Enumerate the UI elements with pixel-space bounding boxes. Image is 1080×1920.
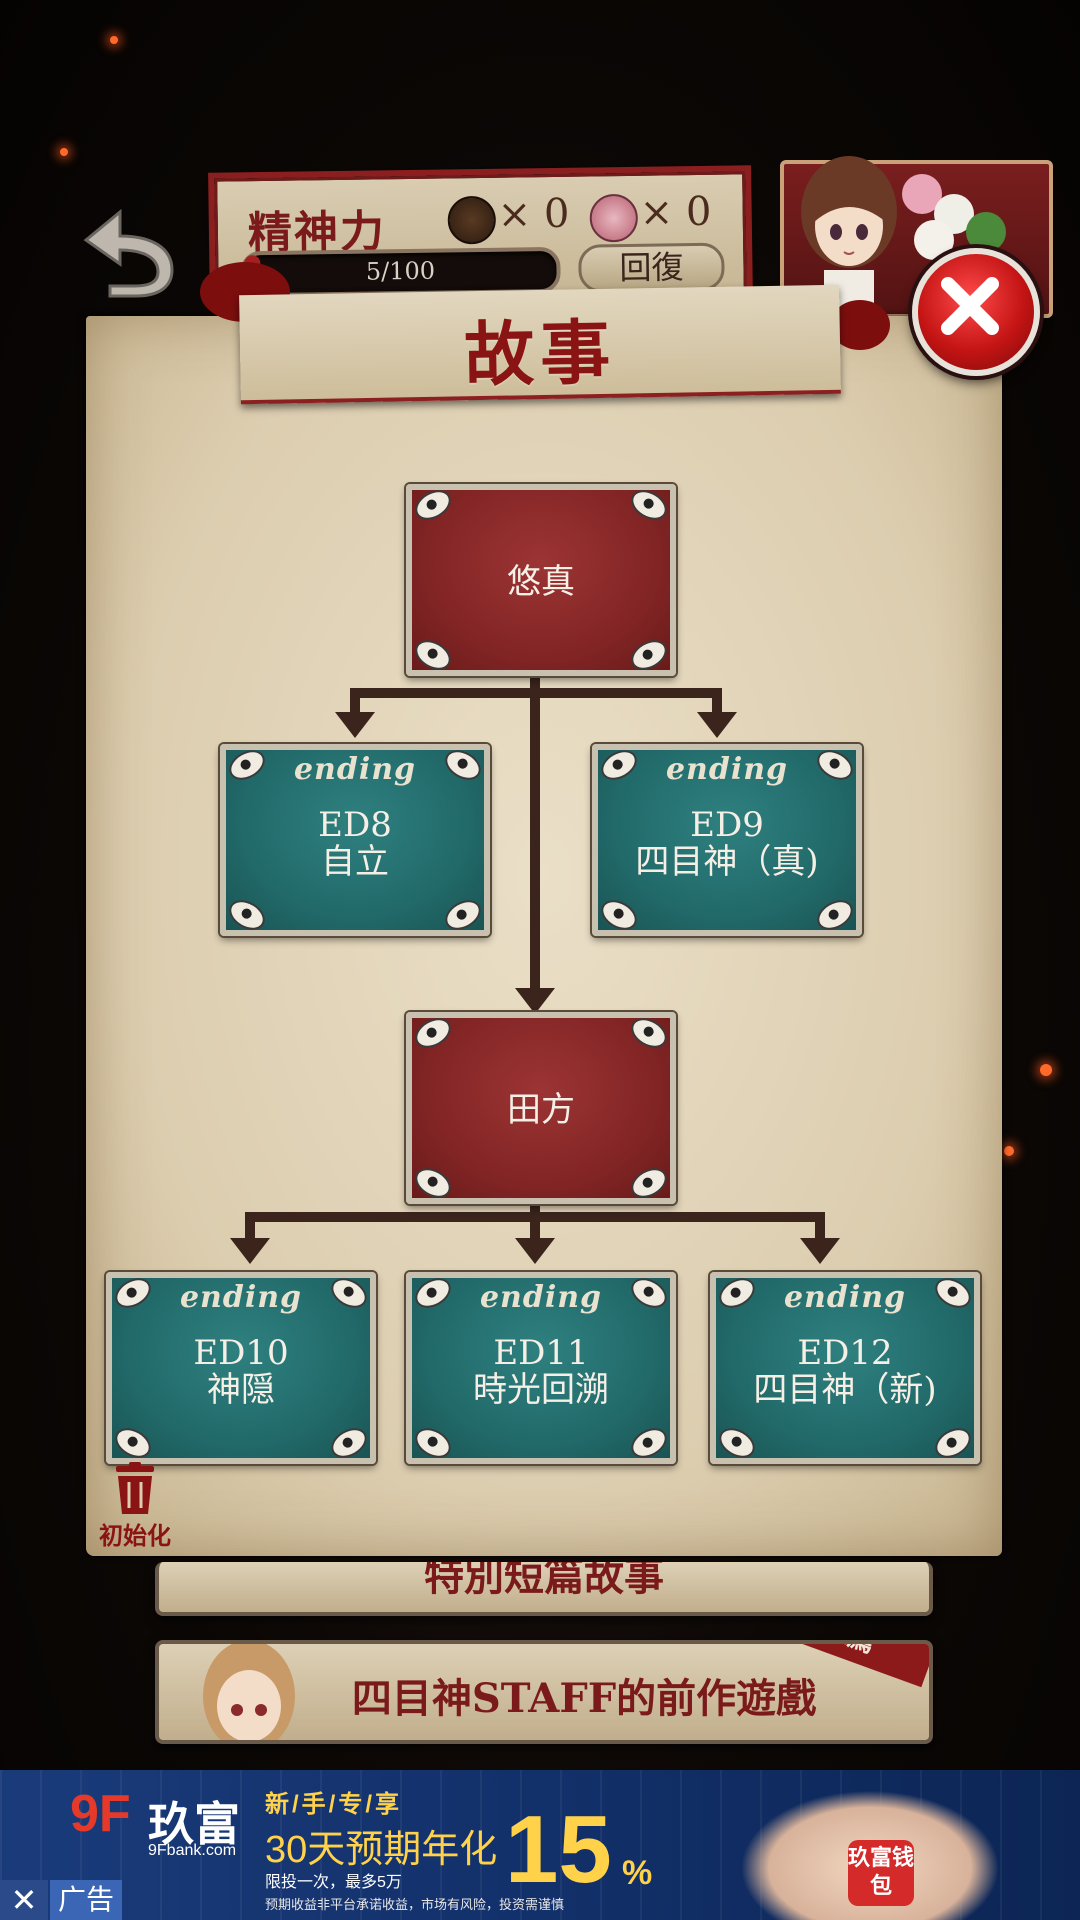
- ad-banner[interactable]: 9F 玖富 9Fbank.com 新/手/专/享 30天预期年化 15 % 限投…: [0, 1770, 1080, 1920]
- eye-icon: [326, 1422, 372, 1464]
- ad-percent: %: [622, 1854, 653, 1892]
- close-button[interactable]: [912, 248, 1040, 376]
- flow-line: [245, 1212, 825, 1222]
- ending-name: 四目神（新): [753, 1370, 937, 1410]
- eye-icon: [626, 484, 672, 526]
- eye-icon: [596, 894, 642, 936]
- eye-icon: [626, 1012, 672, 1054]
- flow-arrow: [697, 712, 737, 738]
- ending-tag: ending: [293, 752, 417, 787]
- route-name: 田方: [507, 1090, 575, 1130]
- ending-tag: ending: [479, 1280, 603, 1315]
- flow-line: [350, 688, 360, 716]
- ending-node-ed8[interactable]: ending ED8 自立: [220, 744, 490, 936]
- ending-code: ED9: [690, 805, 764, 845]
- special-story-button[interactable]: 特別短篇故事: [155, 1562, 933, 1616]
- ad-domain: 9Fbank.com: [148, 1842, 237, 1859]
- menu-label: 特別短篇故事: [424, 1562, 664, 1600]
- flow-line: [815, 1212, 825, 1242]
- ending-node-ed11[interactable]: ending ED11 時光回溯: [406, 1272, 676, 1464]
- route-name: 悠真: [507, 562, 575, 602]
- ad-logo: 9F: [70, 1785, 131, 1843]
- flow-arrow: [515, 988, 555, 1014]
- ad-label: 广告: [50, 1880, 122, 1920]
- back-arrow-icon: [83, 208, 174, 298]
- recommend-game-button[interactable]: 四目神STAFF的前作遊戲 推薦: [155, 1640, 933, 1744]
- stamina-panel: 精神力 × 0 × 0 5/100 回復: [214, 171, 747, 300]
- eye-icon: [626, 634, 672, 676]
- ending-code: ED11: [493, 1333, 589, 1373]
- eye-icon: [626, 1162, 672, 1204]
- flow-line: [245, 1212, 255, 1242]
- girl-portrait: [203, 1644, 295, 1740]
- recover-button[interactable]: 回復: [578, 242, 725, 293]
- ending-node-ed12[interactable]: ending ED12 四目神（新): [710, 1272, 980, 1464]
- eye-icon: [714, 1422, 760, 1464]
- ember-particle: [1040, 1064, 1052, 1076]
- ending-node-ed9[interactable]: ending ED9 四目神（真): [592, 744, 862, 936]
- close-icon: [941, 277, 999, 335]
- flow-arrow: [335, 712, 375, 738]
- ad-rate: 15: [505, 1796, 612, 1903]
- ending-name: 神隠: [207, 1370, 275, 1410]
- eye-icon: [110, 1422, 156, 1464]
- eye-icon: [410, 634, 456, 676]
- route-node-yuma[interactable]: 悠真: [406, 484, 676, 676]
- flow-arrow: [800, 1238, 840, 1264]
- ad-brand: 玖富: [148, 1798, 240, 1850]
- dango-green: [966, 212, 1006, 252]
- menu-label: 四目神STAFF的前作遊戲: [351, 1675, 817, 1722]
- dango-skewer-icon: [589, 193, 639, 243]
- eye-icon: [410, 1012, 456, 1054]
- eye-icon: [410, 1162, 456, 1204]
- trash-icon: [116, 1462, 154, 1514]
- ending-code: ED12: [797, 1333, 893, 1373]
- ad-close-button[interactable]: ✕: [0, 1880, 48, 1920]
- eye-icon: [440, 894, 486, 936]
- ending-code: ED8: [318, 805, 392, 845]
- ad-headline: 30天预期年化: [265, 1829, 498, 1871]
- eye-icon: [930, 1422, 976, 1464]
- ad-wallet-badge: 玖富钱包: [848, 1840, 914, 1906]
- eye-icon: [410, 484, 456, 526]
- ending-code: ED10: [193, 1333, 289, 1373]
- reset-label: 初始化: [99, 1521, 171, 1550]
- ending-node-ed10[interactable]: ending ED10 神隠: [106, 1272, 376, 1464]
- page-title: 故事: [463, 310, 617, 397]
- flow-line: [712, 688, 722, 716]
- flow-line: [350, 688, 722, 698]
- ember-particle: [1004, 1146, 1014, 1156]
- ending-tag: ending: [179, 1280, 303, 1315]
- title-banner: 故事: [239, 284, 841, 405]
- ending-name: 時光回溯: [473, 1370, 609, 1410]
- back-button[interactable]: [80, 200, 180, 300]
- eye-icon: [224, 894, 270, 936]
- flow-arrow: [230, 1238, 270, 1264]
- ending-tag: ending: [783, 1280, 907, 1315]
- flow-arrow: [515, 1238, 555, 1264]
- ad-disclaimer: 预期收益非平台承诺收益，市场有风险，投资需谨慎: [265, 1897, 565, 1912]
- ad-tagline: 新/手/专/享: [265, 1791, 403, 1818]
- coffee-cup-icon: [447, 195, 497, 245]
- item1-count: × 0: [497, 190, 570, 238]
- item2-count: × 0: [639, 188, 712, 236]
- route-node-takata[interactable]: 田方: [406, 1012, 676, 1204]
- stamina-value: 5/100: [365, 256, 436, 286]
- eye-icon: [626, 1422, 672, 1464]
- eye-icon: [410, 1422, 456, 1464]
- ember-particle: [60, 148, 68, 156]
- ember-particle: [110, 36, 118, 44]
- ending-name: 四目神（真): [635, 842, 819, 882]
- ending-name: 自立: [321, 842, 389, 882]
- flow-line: [530, 662, 540, 994]
- reset-button[interactable]: 初始化: [96, 1462, 174, 1550]
- ad-subtext: 限投一次，最多5万: [265, 1874, 402, 1891]
- eye-icon: [812, 894, 858, 936]
- ending-tag: ending: [665, 752, 789, 787]
